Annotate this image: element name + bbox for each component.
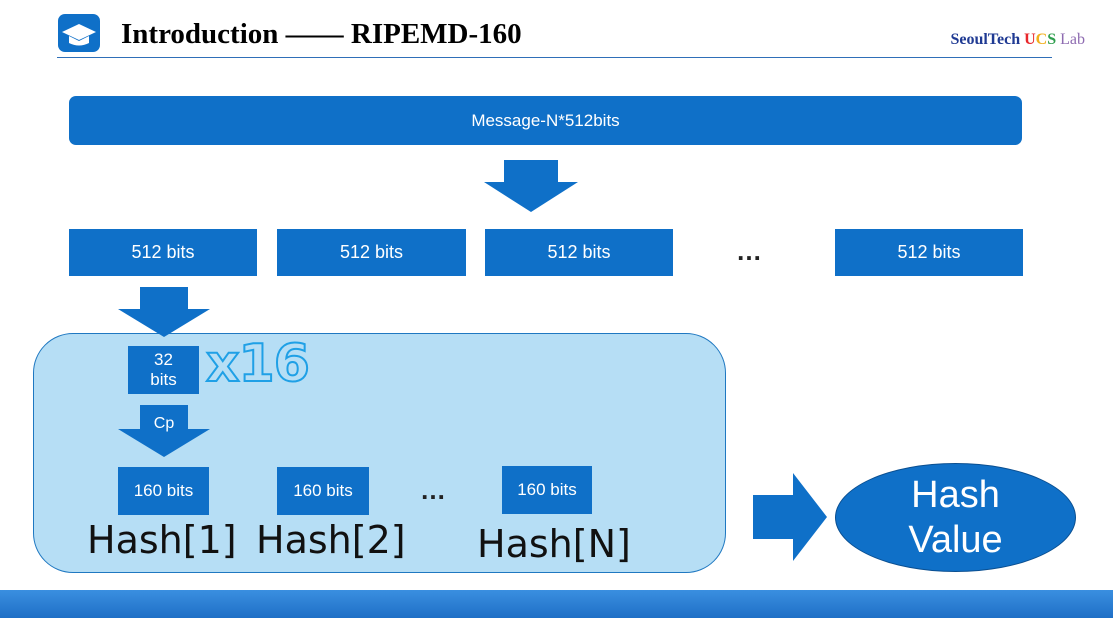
states-ellipsis: …: [420, 475, 448, 505]
state-160-2: 160 bits: [277, 467, 369, 515]
state-160-n: 160 bits: [502, 466, 592, 514]
blocks-ellipsis: …: [736, 236, 764, 266]
hash-value-oval: Hash Value: [835, 463, 1076, 572]
block-down-arrow: [118, 287, 210, 337]
compress-arrow: Cp: [118, 405, 210, 457]
footer-bar: [0, 590, 1113, 618]
output-arrow: [753, 473, 827, 561]
state-160-1: 160 bits: [118, 467, 209, 515]
header-divider: [57, 57, 1052, 58]
lab-logo: SeoulTech UCS Lab: [950, 31, 1085, 48]
block-512-n: 512 bits: [835, 229, 1023, 276]
hash-label-n: Hash[N]: [477, 522, 631, 566]
repeat-count: x16: [205, 333, 311, 395]
hash-label-2: Hash[2]: [256, 518, 406, 562]
hash-label-1: Hash[1]: [87, 518, 237, 562]
graduation-cap-icon: [58, 14, 100, 52]
block-512-3: 512 bits: [485, 229, 673, 276]
compress-label: Cp: [153, 415, 175, 432]
message-bar: Message-N*512bits: [69, 96, 1022, 145]
block-512-2: 512 bits: [277, 229, 466, 276]
block-512-1: 512 bits: [69, 229, 257, 276]
word-32-bits: 32 bits: [128, 346, 199, 394]
page-title: Introduction —— RIPEMD-160: [121, 18, 522, 50]
split-arrow: [484, 160, 578, 212]
